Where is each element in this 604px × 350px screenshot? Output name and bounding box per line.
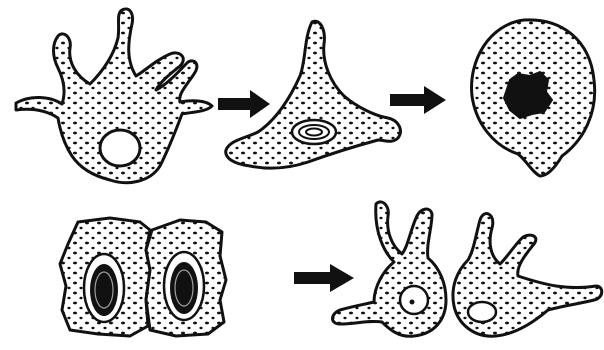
- branched-cell-left-dots: [333, 202, 447, 336]
- dividing-cell-pair: [60, 218, 226, 336]
- branched-cell-right-nucleus: [468, 302, 496, 322]
- rounded-cell: [472, 20, 595, 176]
- branched-cell: [16, 9, 212, 183]
- arrow-1: [218, 90, 270, 118]
- arrow-3: [294, 264, 354, 292]
- rounded-cell-nucleus: [504, 72, 552, 118]
- two-branched-cells: [333, 202, 602, 336]
- arrow-2: [390, 86, 446, 114]
- branched-cell-nucleus: [100, 130, 140, 166]
- branched-cell-left-nucleus: [400, 286, 428, 314]
- triangular-cell-nucleus: [292, 120, 336, 144]
